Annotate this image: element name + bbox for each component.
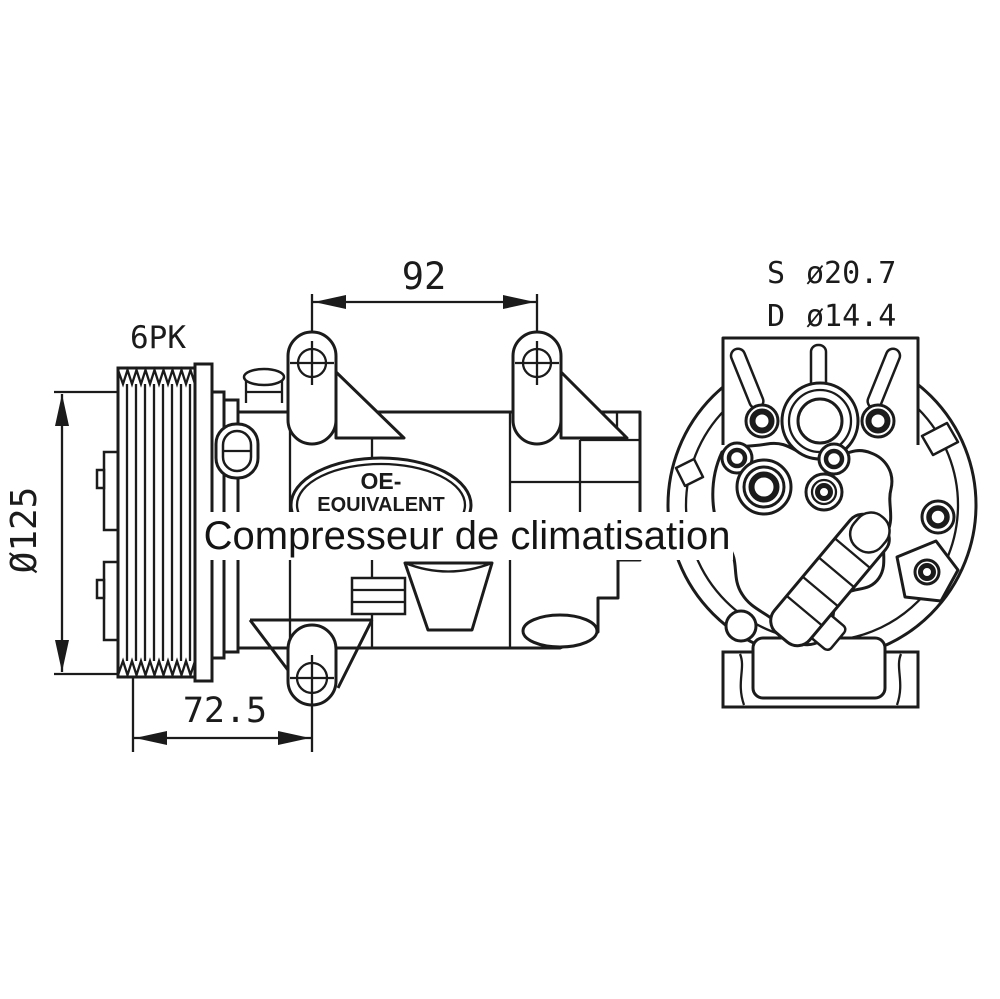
bottom-mount-spacing-label: 72.5 (183, 691, 267, 731)
sump-block (350, 576, 407, 616)
filler-cap (242, 367, 286, 403)
rear-foot-ellipse (521, 613, 599, 649)
small-boss-bottom-left (724, 609, 758, 643)
lug-gusset (559, 370, 629, 440)
bolt-boss-cluster-left (720, 441, 793, 516)
pulley-ribbed-face (116, 366, 197, 679)
page-title: Compresseur de climatisation (204, 514, 731, 558)
pulley-mount-tab (102, 560, 120, 642)
side-view: Ø125 6PK 92 (4, 255, 642, 752)
lug-gusset (334, 370, 406, 440)
top-mount-lug-right (511, 330, 629, 446)
title-overlay: Compresseur de climatisation (203, 512, 733, 560)
arrowhead-left (314, 295, 346, 309)
center-port (780, 381, 860, 461)
rim-notch-left (674, 457, 705, 488)
dimension-pulley-diameter: Ø125 (4, 390, 130, 676)
discharge-port-label: D ø14.4 (767, 299, 896, 334)
lug-boss (286, 330, 338, 446)
badge-line2: EQUIVALENT (317, 494, 444, 516)
body-bottom-details (350, 561, 599, 649)
suction-port-label: S ø20.7 (767, 256, 896, 291)
rear-view: S ø20.7 D ø14.4 (666, 256, 978, 709)
clutch-coil-connector (214, 422, 260, 480)
pulley (95, 362, 214, 683)
bolt-boss-right (920, 499, 956, 535)
arrowhead-right (503, 295, 535, 309)
belt-type-label: 6PK (130, 320, 186, 356)
pulley-mount-tab (102, 450, 120, 532)
bottom-mount-lug (248, 618, 374, 752)
rim-notch-right (920, 421, 960, 457)
lug-boss (511, 330, 563, 446)
arrowhead-left (135, 731, 167, 745)
pentagon-plate (895, 539, 960, 603)
arrowhead-down (55, 640, 69, 672)
pulley-tab-nub (95, 578, 106, 600)
arrowhead-up (55, 394, 69, 426)
top-mount-spacing-label: 92 (402, 255, 447, 298)
dimension-top-mount-spacing: 92 (310, 255, 539, 354)
bracket-inner (751, 636, 887, 700)
right-port-ring (860, 403, 896, 439)
pulley-groove-ribs (125, 384, 192, 661)
pulley-groove-serration-bottom (116, 657, 197, 679)
dimension-bottom-mount-spacing: 72.5 (131, 677, 312, 752)
bottom-bracket (721, 636, 920, 709)
bolt-boss-cluster-center (804, 442, 851, 512)
ribbed-boss (769, 511, 891, 648)
top-mount-lug-left (286, 330, 406, 446)
arrowhead-right (278, 731, 310, 745)
port-size-labels: S ø20.7 D ø14.4 (767, 256, 896, 334)
pulley-tab-nub (95, 468, 106, 490)
pulley-diameter-label: Ø125 (4, 487, 45, 574)
left-port-ring (744, 403, 780, 439)
badge-line1: OE- (361, 468, 402, 494)
title-background-band (203, 512, 733, 560)
pulley-groove-serration-top (116, 366, 197, 388)
funnel-boss (403, 561, 494, 632)
